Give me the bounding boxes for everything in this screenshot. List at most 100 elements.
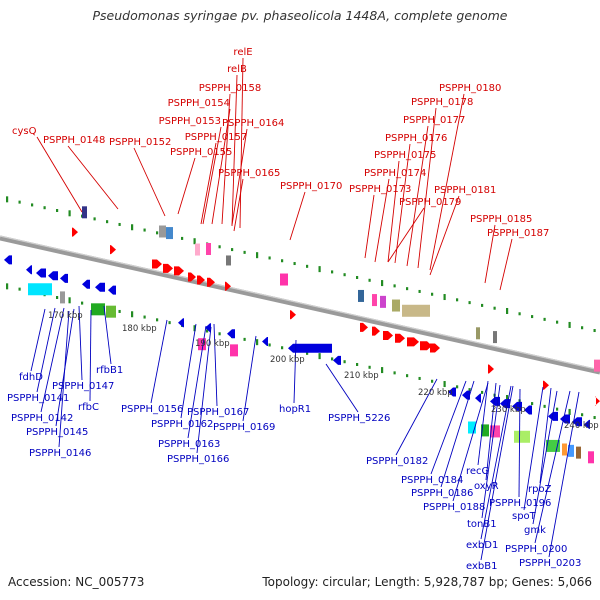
upper-tick xyxy=(506,307,509,314)
lower-tick xyxy=(568,408,571,415)
reverse-leader xyxy=(452,382,489,502)
genome-summary: Topology: circular; Length: 5,928,787 bp… xyxy=(262,575,592,589)
reverse-gene-16 xyxy=(475,393,481,403)
lower-tick xyxy=(81,301,84,305)
reverse-gene-label: PSPPH_0203 xyxy=(519,558,581,569)
forward-leader xyxy=(387,160,400,263)
upper-tick xyxy=(393,284,396,288)
upper-tick xyxy=(493,306,496,310)
reverse-leader xyxy=(103,305,112,365)
forward-gene-9 xyxy=(290,310,296,320)
reverse-leader xyxy=(395,378,438,456)
upper-tick xyxy=(418,289,421,293)
upper-tick xyxy=(368,278,371,282)
feature-box-6 xyxy=(280,273,288,286)
reverse-leader xyxy=(325,363,359,413)
lower-tick xyxy=(281,346,284,350)
lower-tick xyxy=(206,329,209,333)
feature-box-1 xyxy=(159,225,166,238)
lower-tick xyxy=(593,416,596,420)
forward-leader xyxy=(67,145,119,210)
forward-leader xyxy=(394,143,411,264)
forward-gene-label: PSPPH_0170 xyxy=(280,181,342,192)
reverse-leader xyxy=(481,384,501,519)
lower-tick xyxy=(331,357,334,361)
reverse-gene-label: tonB1 xyxy=(467,519,497,530)
forward-gene-15 xyxy=(420,341,432,351)
forward-leader xyxy=(429,93,465,271)
reverse-gene-6 xyxy=(95,282,105,292)
reverse-gene-label: oxyR xyxy=(474,481,499,492)
label-leaders xyxy=(30,57,580,561)
forward-gene-7 xyxy=(207,277,215,287)
upper-tick xyxy=(43,206,46,210)
forward-leader xyxy=(231,128,248,226)
lower-tick xyxy=(431,379,434,383)
forward-gene-label: relB xyxy=(227,64,247,75)
reverse-gene-label: exbB1 xyxy=(466,561,497,572)
reverse-gene-12 xyxy=(288,343,332,353)
feature-box-29 xyxy=(588,451,594,464)
upper-tick xyxy=(518,312,521,316)
reverse-gene-label: PSPPH_0184 xyxy=(401,475,463,486)
upper-tick xyxy=(193,238,196,245)
feature-box-12 xyxy=(476,327,480,340)
reverse-gene-label: spoT xyxy=(512,511,537,522)
upper-tick xyxy=(118,222,121,226)
forward-leader xyxy=(36,136,83,213)
reverse-gene-8 xyxy=(178,318,184,328)
reverse-leader xyxy=(480,385,514,561)
reverse-gene-20 xyxy=(524,405,532,415)
upper-tick xyxy=(568,321,571,328)
upper-tick xyxy=(406,287,409,291)
lower-tick xyxy=(131,311,134,318)
lower-tick xyxy=(556,407,559,411)
forward-gene-label: PSPPH_0152 xyxy=(109,137,171,148)
upper-tick xyxy=(106,220,109,224)
reverse-gene-9 xyxy=(205,323,211,333)
lower-tick xyxy=(381,367,384,374)
lower-tick xyxy=(581,413,584,417)
upper-tick xyxy=(481,303,484,307)
lower-tick xyxy=(18,287,21,291)
kbp-label: 180 kbp xyxy=(122,324,157,334)
feature-box-9 xyxy=(380,295,386,308)
forward-gene-label: PSPPH_0180 xyxy=(439,83,501,94)
feature-box-28 xyxy=(576,446,581,459)
kbp-label: 240 kbp xyxy=(564,421,599,431)
upper-tick xyxy=(443,294,446,301)
reverse-leader xyxy=(196,326,212,454)
lower-tick xyxy=(531,402,534,406)
upper-tick xyxy=(343,273,346,277)
reverse-leader xyxy=(187,325,207,439)
upper-tick xyxy=(68,210,71,217)
forward-leader xyxy=(231,74,238,227)
kbp-label: 210 kbp xyxy=(344,371,379,381)
reverse-leader xyxy=(532,390,558,525)
forward-gene-18 xyxy=(543,380,549,390)
reverse-gene-label: PSPPH_0162 xyxy=(151,419,213,430)
reverse-leader xyxy=(523,386,544,511)
feature-box-21 xyxy=(468,421,476,434)
forward-gene-label: PSPPH_0158 xyxy=(199,83,261,94)
feature-box-14 xyxy=(594,359,600,372)
upper-tick xyxy=(431,292,434,296)
forward-gene-label: PSPPH_0185 xyxy=(470,214,532,225)
reverse-gene-label: PSPPH_0147 xyxy=(52,381,114,392)
reverse-leader xyxy=(242,335,257,422)
reverse-gene-label: PSPPH_0196 xyxy=(489,498,551,509)
forward-gene-14 xyxy=(407,337,419,347)
forward-gene-2 xyxy=(152,259,162,269)
reverse-leader xyxy=(430,380,467,475)
kbp-label: 230 kbp xyxy=(491,405,526,415)
forward-leader xyxy=(233,178,244,232)
feature-box-20 xyxy=(230,344,238,357)
forward-gene-label: PSPPH_0157 xyxy=(185,132,247,143)
lower-tick xyxy=(368,365,371,369)
upper-tick xyxy=(156,231,159,235)
forward-gene-label: relE xyxy=(233,47,252,58)
reverse-gene-11 xyxy=(262,337,268,347)
